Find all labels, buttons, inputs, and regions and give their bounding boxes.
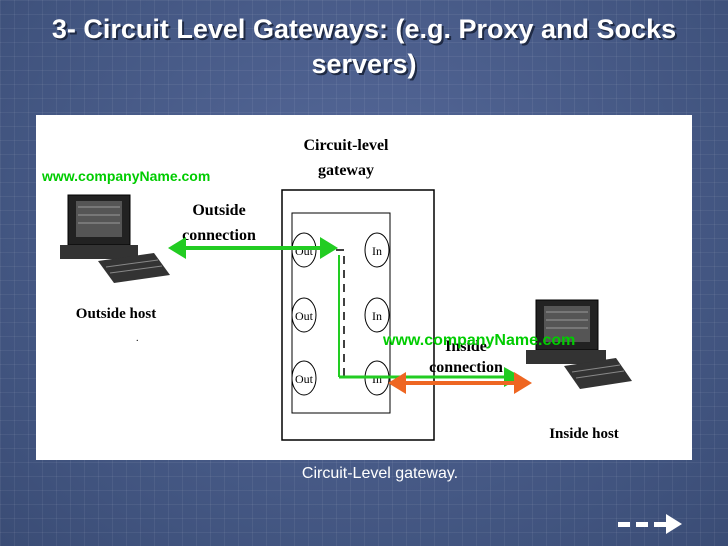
inside-connection-label-1: Inside	[445, 338, 487, 355]
port-in-1	[364, 232, 390, 268]
port-out-3-label: Out	[295, 372, 314, 386]
outside-host-icon	[60, 194, 170, 283]
gateway-diagram: Circuit-level gateway Out Out Out In In …	[41, 137, 632, 442]
inside-connection-arrow	[388, 372, 532, 394]
figure-caption: Circuit-Level gateway.	[301, 465, 459, 482]
port-in-2	[364, 297, 390, 333]
diagram-panel: Circuit-level gateway Out Out Out In In …	[36, 115, 692, 460]
next-arrow-icon[interactable]	[616, 510, 686, 538]
watermark-bottom: www.companyName.com	[382, 332, 575, 349]
gateway-box	[281, 189, 435, 441]
port-in-2-label: In	[372, 309, 382, 323]
inside-host-icon	[526, 299, 632, 389]
port-out-3	[291, 360, 317, 396]
watermark-top: www.companyName.com	[41, 168, 210, 184]
port-in-3-label: In	[372, 372, 382, 386]
inside-host-label: Inside host	[549, 426, 619, 442]
gateway-label-2: gateway	[318, 162, 374, 179]
gateway-label-1: Circuit-level	[303, 137, 389, 154]
outside-connection-label-2: connection	[182, 227, 256, 244]
port-in-1-label: In	[372, 244, 382, 258]
outside-host-label: Outside host	[76, 306, 156, 322]
port-out-2	[291, 297, 317, 333]
port-out-2-label: Out	[295, 309, 314, 323]
inside-connection-label-2: connection	[429, 359, 503, 376]
outside-connection-label-1: Outside	[192, 202, 245, 219]
relay-path	[336, 249, 366, 378]
outside-connection-arrow	[168, 237, 338, 259]
slide-title: 3- Circuit Level Gateways: (e.g. Proxy a…	[51, 14, 677, 79]
stray-dot: .	[136, 333, 139, 344]
